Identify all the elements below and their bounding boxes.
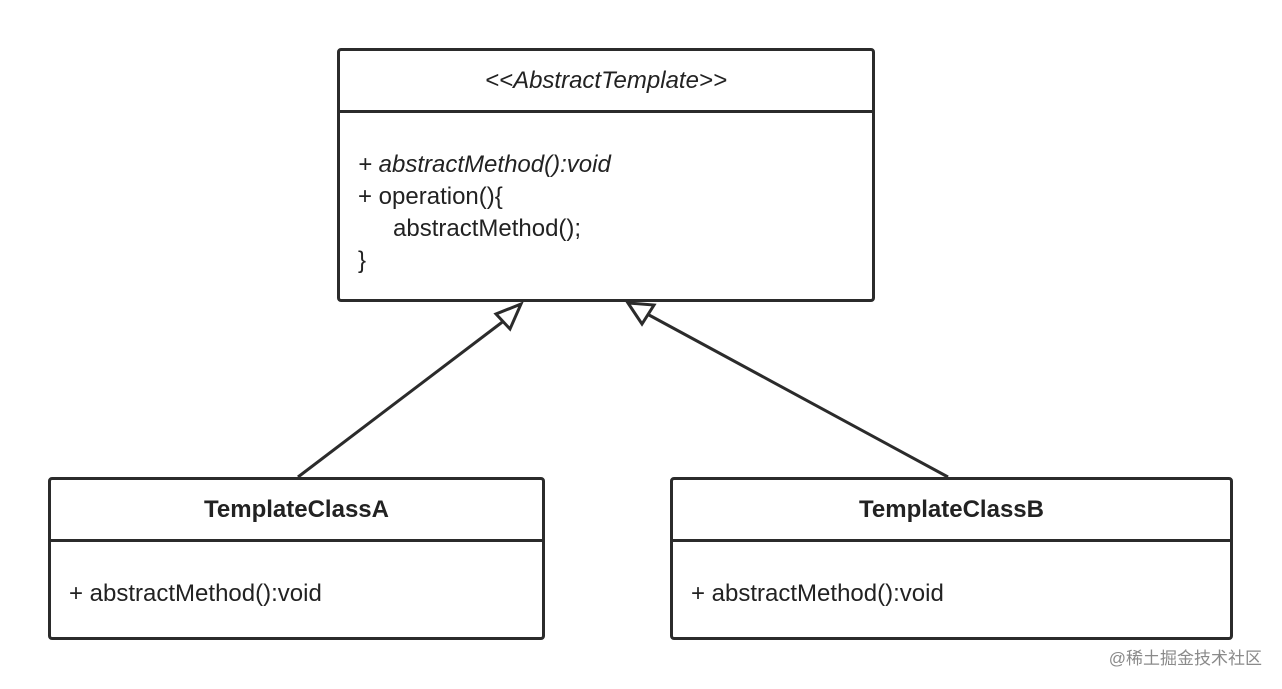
generalization-line-a <box>297 318 506 479</box>
template-class-b: TemplateClassB + abstractMethod():void <box>670 477 1233 640</box>
generalization-line-b <box>648 313 949 479</box>
class-members: + abstractMethod():void + operation(){ a… <box>340 113 872 277</box>
generalization-a-to-abstract <box>297 301 524 479</box>
member-operation-body: abstractMethod(); <box>393 215 582 242</box>
class-name: TemplateClassB <box>673 480 1230 542</box>
member-abstract-method: + abstractMethod():void <box>69 580 322 607</box>
member-abstract-method: + abstractMethod():void <box>358 151 611 178</box>
generalization-arrowhead-b <box>625 301 657 327</box>
class-name: <<AbstractTemplate>> <box>340 51 872 113</box>
generalization-arrowhead-a <box>493 301 524 332</box>
abstract-template-class: <<AbstractTemplate>> + abstractMethod():… <box>337 48 875 302</box>
class-members: + abstractMethod():void <box>673 542 1230 610</box>
member-abstract-method: + abstractMethod():void <box>691 580 944 607</box>
member-operation-close: } <box>358 247 367 274</box>
class-name: TemplateClassA <box>51 480 542 542</box>
class-members: + abstractMethod():void <box>51 542 542 610</box>
template-class-a: TemplateClassA + abstractMethod():void <box>48 477 545 640</box>
member-operation: + operation(){ <box>358 183 503 210</box>
watermark: @稀土掘金技术社区 <box>1108 649 1262 668</box>
generalization-b-to-abstract <box>625 301 949 479</box>
